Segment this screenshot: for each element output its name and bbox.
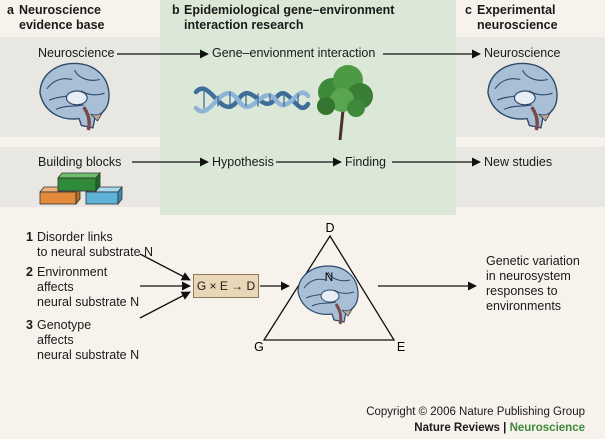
footer-copyright: Copyright © 2006 Nature Publishing Group xyxy=(366,406,585,418)
arrow-item3-gxe xyxy=(139,291,191,319)
triangle-label-e: E xyxy=(397,340,405,354)
row1-middle-label: Gene–envionment interaction xyxy=(212,46,376,60)
tree-icon xyxy=(317,65,373,141)
arrow-item1-gxe xyxy=(139,253,191,281)
triangle-label-d: D xyxy=(325,221,334,235)
row2-finding-label: Finding xyxy=(345,155,386,169)
row2-left-label: Building blocks xyxy=(38,155,122,169)
row2-hypothesis-label: Hypothesis xyxy=(212,155,274,169)
gxe-box: G × E → D xyxy=(193,274,259,298)
row1-right-label: Neuroscience xyxy=(484,46,561,60)
building-blocks-icon xyxy=(39,171,123,206)
row3-result: Genetic variation in neurosystem respons… xyxy=(486,254,580,313)
brain-icon-c1 xyxy=(486,61,559,132)
footer-journal: Nature Reviews | Neuroscience xyxy=(414,422,585,434)
row1-left-label: Neuroscience xyxy=(38,46,115,60)
brain-icon-a1 xyxy=(38,61,111,132)
triangle-label-n: N xyxy=(325,270,334,284)
triangle-label-g: G xyxy=(254,340,264,354)
gxe-triangle xyxy=(262,234,396,341)
row2-right-label: New studies xyxy=(484,155,553,169)
dna-helix-icon xyxy=(193,86,311,114)
